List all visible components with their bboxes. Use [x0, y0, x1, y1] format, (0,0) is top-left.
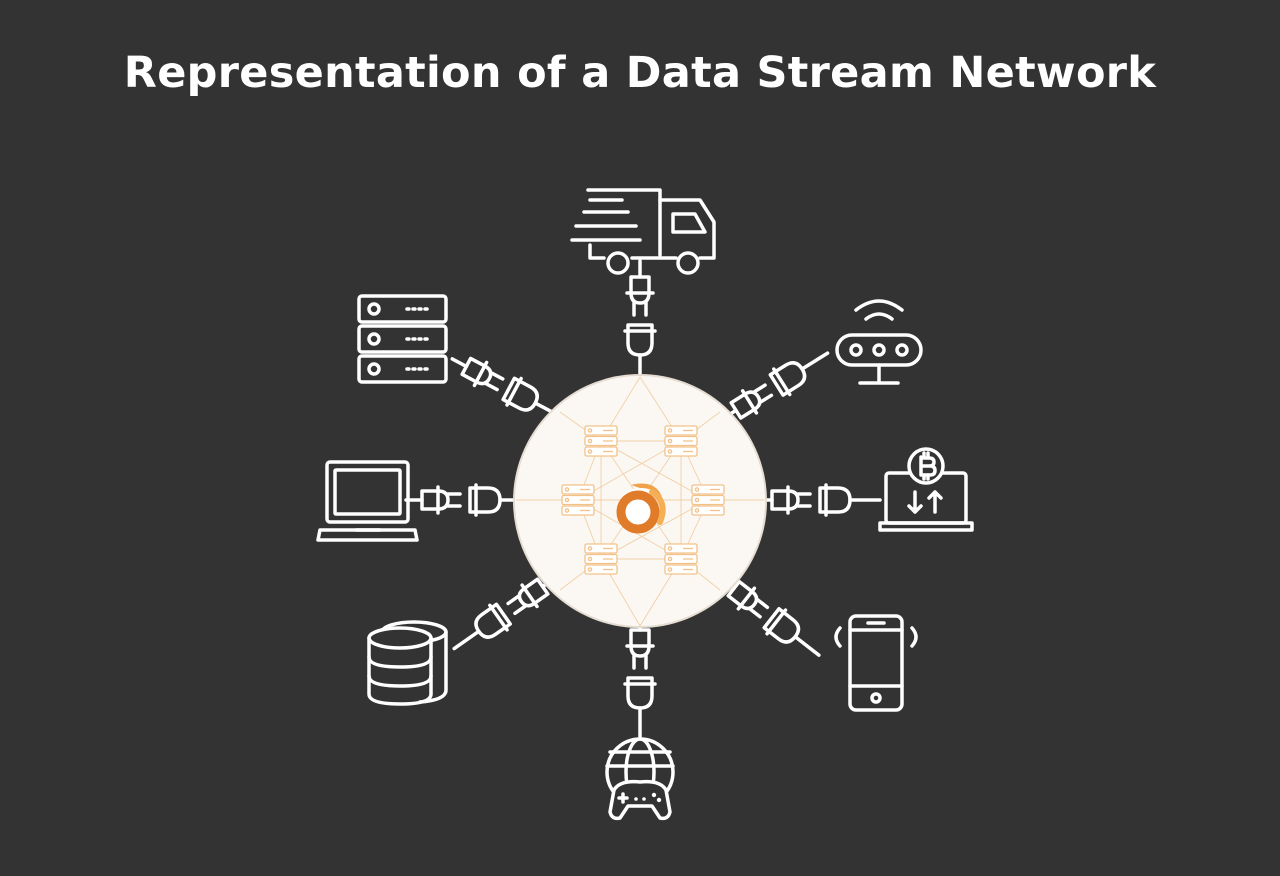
plug-connector-left: [404, 483, 532, 517]
server-rack-icon: [357, 294, 448, 384]
network-hub: [513, 374, 767, 628]
hub-server-node: [584, 543, 618, 575]
smartphone-icon: [834, 614, 918, 712]
hub-server-node: [691, 484, 725, 516]
hub-server-node: [584, 425, 618, 457]
page-title: Representation of a Data Stream Network: [123, 48, 1157, 98]
delivery-truck-icon: [570, 188, 716, 275]
plug-connector-top: [623, 259, 657, 387]
database-icon: [367, 620, 448, 706]
hub-server-node: [561, 484, 595, 516]
hub-server-node: [664, 425, 698, 457]
globe-gamepad-icon: [605, 737, 675, 821]
plug-connector-bottom: [623, 612, 657, 740]
bitcoin-laptop-icon: [878, 447, 974, 532]
wifi-sensor-device-icon: [835, 299, 923, 385]
laptop-icon: [316, 460, 419, 542]
orange-swirl-logo-icon: [616, 483, 666, 534]
hub-server-node: [664, 543, 698, 575]
plug-connector-right: [754, 483, 882, 517]
